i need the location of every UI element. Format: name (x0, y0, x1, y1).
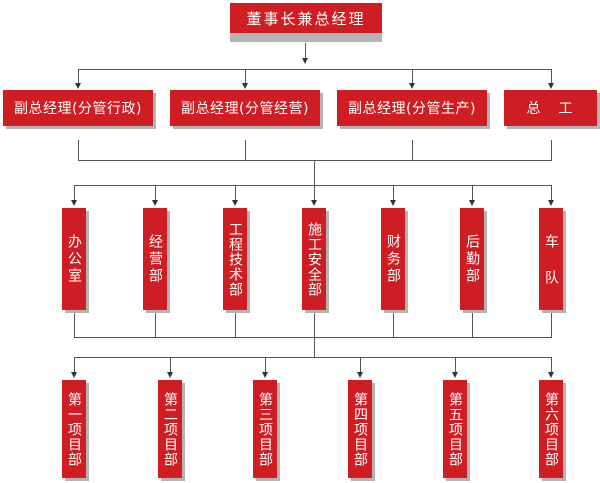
arrow-dept-3 (232, 200, 238, 206)
node-project-1: 第一项目部 (62, 380, 86, 478)
arrow-dept-5 (390, 200, 396, 206)
connector-dept-6 (472, 185, 473, 200)
arrow-deputy-4 (548, 83, 554, 89)
node-dept-safety-label: 施工安全部 (306, 221, 322, 297)
node-deputy-production: 副总经理(分管生产) (337, 90, 487, 126)
node-project-3-label: 第三项目部 (257, 391, 273, 467)
node-dept-engineering-label: 工程技术部 (227, 221, 243, 297)
connector-proj-4 (360, 357, 361, 372)
connector-proj-up-2 (155, 313, 156, 337)
connector-deputy-1 (78, 69, 79, 83)
node-dept-logistics-label: 后勤部 (464, 233, 480, 285)
connector-merge-bus (78, 160, 552, 161)
connector-center-stem (314, 160, 315, 185)
connector-deputy-3 (412, 69, 413, 83)
node-chairman-label: 董事长兼总经理 (246, 9, 366, 28)
arrow-dept-1 (71, 200, 77, 206)
node-dept-office-label: 办公室 (66, 233, 82, 285)
connector-proj-up-3 (235, 313, 236, 337)
node-dept-business: 经营部 (143, 208, 167, 310)
node-chairman: 董事长兼总经理 (230, 3, 382, 33)
node-project-5: 第五项目部 (443, 380, 467, 478)
node-project-6: 第六项目部 (539, 380, 563, 478)
connector-dept-3 (235, 185, 236, 200)
node-dept-business-label: 经营部 (147, 233, 163, 285)
node-dept-finance: 财务部 (381, 208, 405, 310)
connector-deputy-bus (78, 69, 552, 70)
arrow-proj-6 (548, 372, 554, 378)
connector-dept-5 (393, 185, 394, 200)
arrow-top (302, 58, 308, 64)
connector-proj-6 (551, 357, 552, 372)
connector-deputy-4 (551, 69, 552, 83)
arrow-dept-2 (152, 200, 158, 206)
arrow-proj-5 (452, 372, 458, 378)
connector-proj-up-1 (74, 313, 75, 337)
arrow-dept-7 (548, 200, 554, 206)
connector-dep-down-4 (551, 140, 552, 160)
connector-dep-down-3 (412, 140, 413, 160)
connector-proj-2 (170, 357, 171, 372)
node-dept-fleet: 车队 (539, 208, 563, 310)
connector-proj-up-7 (551, 313, 552, 337)
node-dept-finance-label: 财务部 (385, 233, 401, 285)
node-deputy-production-label: 副总经理(分管生产) (348, 101, 476, 117)
arrow-deputy-2 (242, 83, 248, 89)
node-chief-engineer-label: 总 工 (526, 101, 575, 117)
connector-deputy-2 (245, 69, 246, 83)
node-deputy-business: 副总经理(分管经营) (170, 90, 320, 126)
connector-proj-center-stem (314, 337, 315, 357)
connector-dept-1 (74, 185, 75, 200)
node-dept-engineering: 工程技术部 (223, 208, 247, 310)
node-deputy-admin: 副总经理(分管行政) (3, 90, 153, 126)
node-deputy-admin-label: 副总经理(分管行政) (14, 101, 142, 117)
connector-proj-1 (74, 357, 75, 372)
node-chief-engineer: 总 工 (504, 90, 597, 126)
node-dept-fleet-label: 车队 (543, 234, 559, 306)
node-project-5-label: 第五项目部 (447, 391, 463, 467)
arrow-proj-4 (357, 372, 363, 378)
node-project-2-label: 第二项目部 (162, 391, 178, 467)
connector-proj-bus (74, 357, 552, 358)
arrow-dept-6 (469, 200, 475, 206)
arrow-proj-3 (262, 372, 268, 378)
node-project-3: 第三项目部 (253, 380, 277, 478)
connector-proj-5 (455, 357, 456, 372)
node-deputy-business-label: 副总经理(分管经营) (181, 101, 309, 117)
arrow-proj-2 (167, 372, 173, 378)
arrow-dept-4 (311, 200, 317, 206)
connector-proj-3 (265, 357, 266, 372)
arrow-deputy-1 (75, 83, 81, 89)
connector-proj-merge-bus (74, 337, 552, 338)
connector-dept-2 (155, 185, 156, 200)
node-project-2: 第二项目部 (158, 380, 182, 478)
node-project-1-label: 第一项目部 (66, 391, 82, 467)
connector-dept-7 (551, 185, 552, 200)
node-dept-logistics: 后勤部 (460, 208, 484, 310)
node-dept-safety: 施工安全部 (302, 208, 326, 310)
node-project-6-label: 第六项目部 (543, 391, 559, 467)
connector-dept-bus (74, 185, 552, 186)
connector-top-stem (305, 43, 306, 58)
connector-proj-up-6 (472, 313, 473, 337)
arrow-proj-1 (71, 372, 77, 378)
connector-dept-4 (314, 185, 315, 200)
connector-dep-down-2 (245, 140, 246, 160)
node-dept-office: 办公室 (62, 208, 86, 310)
connector-proj-up-4 (314, 313, 315, 337)
connector-dep-down-1 (78, 140, 79, 160)
connector-proj-up-5 (393, 313, 394, 337)
node-project-4: 第四项目部 (348, 380, 372, 478)
arrow-deputy-3 (409, 83, 415, 89)
node-project-4-label: 第四项目部 (352, 391, 368, 467)
